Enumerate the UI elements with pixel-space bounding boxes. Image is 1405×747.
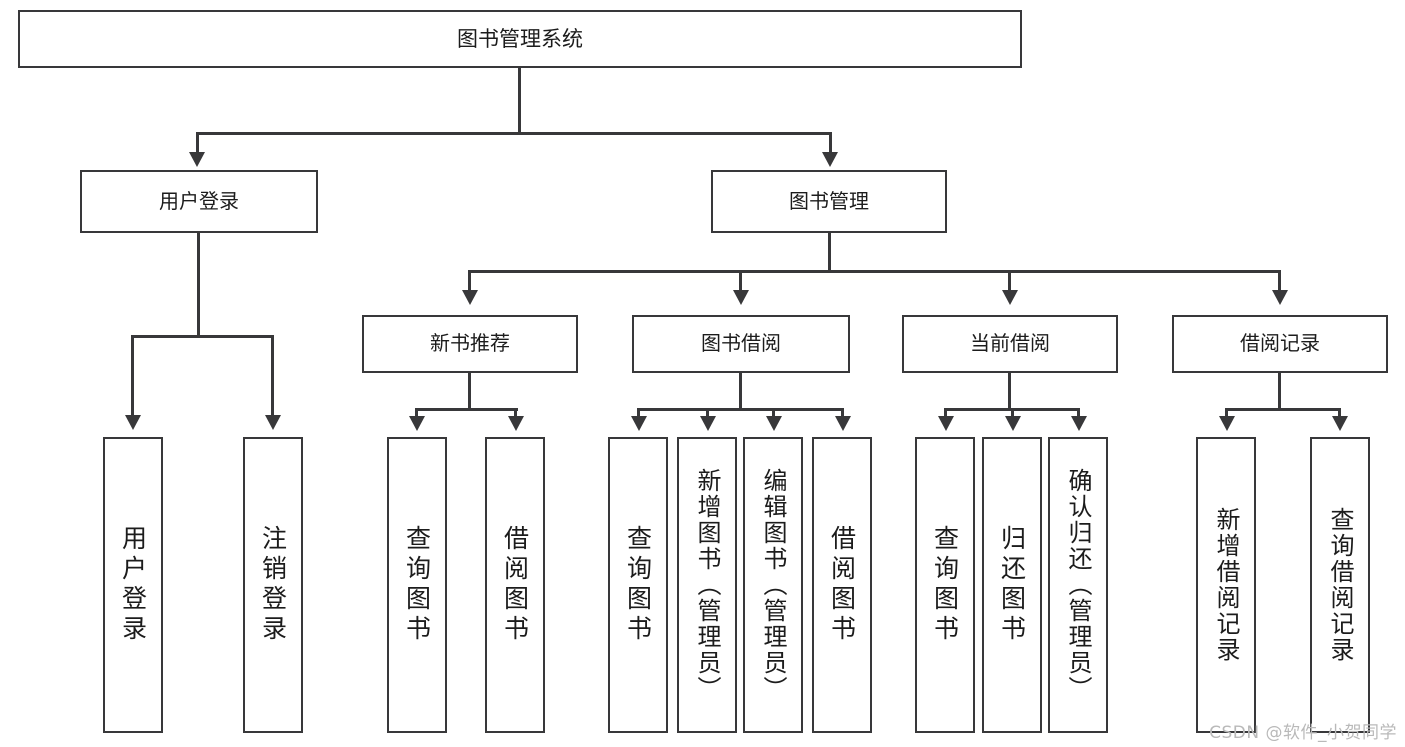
node-leaf-add-record-label: 新增借阅记录 — [1212, 507, 1240, 663]
arrowhead-leaf-borrow-book-2 — [835, 416, 851, 431]
node-leaf-query-record-label: 查询借阅记录 — [1326, 507, 1354, 663]
node-borrow-record-label: 借阅记录 — [1240, 331, 1320, 356]
arrowhead-user-login — [189, 152, 205, 167]
arrowhead-leaf-logout — [265, 415, 281, 430]
connector-user-login-bus — [131, 335, 273, 338]
arrowhead-leaf-add-book — [700, 416, 716, 431]
node-new-book-rec[interactable]: 新书推荐 — [362, 315, 578, 373]
connector-current-borrow-drop-3 — [1077, 408, 1080, 418]
node-leaf-return-book-label: 归还图书 — [997, 525, 1027, 645]
connector-current-borrow-stem — [1008, 373, 1011, 410]
connector-new-book-rec-stem — [468, 373, 471, 410]
connector-borrow-record-stem — [1278, 373, 1281, 410]
connector-new-book-rec-drop-2 — [514, 408, 517, 418]
arrowhead-leaf-borrow-book-1 — [508, 416, 524, 431]
arrowhead-leaf-edit-book — [766, 416, 782, 431]
node-leaf-logout-label: 注销登录 — [258, 525, 288, 645]
node-root[interactable]: 图书管理系统 — [18, 10, 1022, 68]
node-leaf-confirm-return-label: 确认归还（管理员） — [1064, 468, 1092, 702]
node-leaf-logout[interactable]: 注销登录 — [243, 437, 303, 733]
node-new-book-rec-label: 新书推荐 — [430, 331, 510, 356]
connector-book-borrow-bus — [637, 408, 843, 411]
connector-to-book-borrow — [739, 270, 742, 292]
connector-user-login-drop-2 — [271, 335, 274, 417]
connector-book-borrow-drop-4 — [841, 408, 844, 418]
connector-root-to-book-manage — [829, 132, 832, 154]
connector-new-book-rec-bus — [415, 408, 518, 411]
node-leaf-confirm-return[interactable]: 确认归还（管理员） — [1048, 437, 1108, 733]
node-current-borrow-label: 当前借阅 — [970, 331, 1050, 356]
arrowhead-leaf-return-book — [1005, 416, 1021, 431]
node-leaf-borrow-book-2-label: 借阅图书 — [827, 525, 857, 645]
node-book-borrow[interactable]: 图书借阅 — [632, 315, 850, 373]
connector-book-borrow-drop-1 — [637, 408, 640, 418]
node-book-manage[interactable]: 图书管理 — [711, 170, 947, 233]
node-leaf-query-book-2-label: 查询图书 — [623, 525, 653, 645]
node-leaf-edit-book-label: 编辑图书（管理员） — [759, 468, 787, 702]
connector-to-current-borrow — [1008, 270, 1011, 292]
node-leaf-add-book-label: 新增图书（管理员） — [693, 468, 721, 702]
arrowhead-leaf-confirm-return — [1071, 416, 1087, 431]
connector-to-new-book-rec — [468, 270, 471, 292]
arrowhead-borrow-record — [1272, 290, 1288, 305]
arrowhead-leaf-add-record — [1219, 416, 1235, 431]
node-leaf-edit-book[interactable]: 编辑图书（管理员） — [743, 437, 803, 733]
connector-book-borrow-stem — [739, 373, 742, 410]
connector-current-borrow-drop-2 — [1011, 408, 1014, 418]
connector-book-borrow-drop-2 — [706, 408, 709, 418]
node-leaf-query-record[interactable]: 查询借阅记录 — [1310, 437, 1370, 733]
node-leaf-query-book-1[interactable]: 查询图书 — [387, 437, 447, 733]
node-leaf-add-record[interactable]: 新增借阅记录 — [1196, 437, 1256, 733]
connector-to-borrow-record — [1278, 270, 1281, 292]
node-leaf-borrow-book-1-label: 借阅图书 — [500, 525, 530, 645]
connector-book-manage-bus — [468, 270, 1280, 273]
arrowhead-book-manage — [822, 152, 838, 167]
connector-root-to-user-login — [196, 132, 199, 154]
connector-current-borrow-drop-1 — [944, 408, 947, 418]
connector-borrow-record-bus — [1225, 408, 1341, 411]
arrowhead-leaf-query-book-1 — [409, 416, 425, 431]
connector-new-book-rec-drop-1 — [415, 408, 418, 418]
arrowhead-leaf-user-login — [125, 415, 141, 430]
node-leaf-query-book-3[interactable]: 查询图书 — [915, 437, 975, 733]
node-book-manage-label: 图书管理 — [789, 188, 869, 213]
node-leaf-user-login-label: 用户登录 — [118, 525, 148, 645]
node-leaf-add-book[interactable]: 新增图书（管理员） — [677, 437, 737, 733]
node-leaf-borrow-book-1[interactable]: 借阅图书 — [485, 437, 545, 733]
node-book-borrow-label: 图书借阅 — [701, 331, 781, 356]
node-borrow-record[interactable]: 借阅记录 — [1172, 315, 1388, 373]
connector-borrow-record-drop-1 — [1225, 408, 1228, 418]
node-current-borrow[interactable]: 当前借阅 — [902, 315, 1118, 373]
node-leaf-borrow-book-2[interactable]: 借阅图书 — [812, 437, 872, 733]
connector-root-stem — [518, 68, 521, 134]
arrowhead-leaf-query-book-3 — [938, 416, 954, 431]
arrowhead-leaf-query-record — [1332, 416, 1348, 431]
connector-user-login-drop-1 — [131, 335, 134, 417]
connector-root-bus — [196, 132, 832, 135]
connector-book-manage-stem — [828, 233, 831, 272]
connector-current-borrow-bus — [944, 408, 1077, 411]
node-leaf-query-book-2[interactable]: 查询图书 — [608, 437, 668, 733]
node-root-label: 图书管理系统 — [457, 26, 583, 51]
arrowhead-book-borrow — [733, 290, 749, 305]
node-leaf-return-book[interactable]: 归还图书 — [982, 437, 1042, 733]
connector-borrow-record-drop-2 — [1338, 408, 1341, 418]
node-user-login[interactable]: 用户登录 — [80, 170, 318, 233]
arrowhead-new-book-rec — [462, 290, 478, 305]
node-leaf-user-login[interactable]: 用户登录 — [103, 437, 163, 733]
node-user-login-label: 用户登录 — [159, 188, 239, 213]
connector-user-login-stem — [197, 233, 200, 337]
arrowhead-current-borrow — [1002, 290, 1018, 305]
arrowhead-leaf-query-book-2 — [631, 416, 647, 431]
connector-book-borrow-drop-3 — [772, 408, 775, 418]
node-leaf-query-book-1-label: 查询图书 — [402, 525, 432, 645]
node-leaf-query-book-3-label: 查询图书 — [930, 525, 960, 645]
